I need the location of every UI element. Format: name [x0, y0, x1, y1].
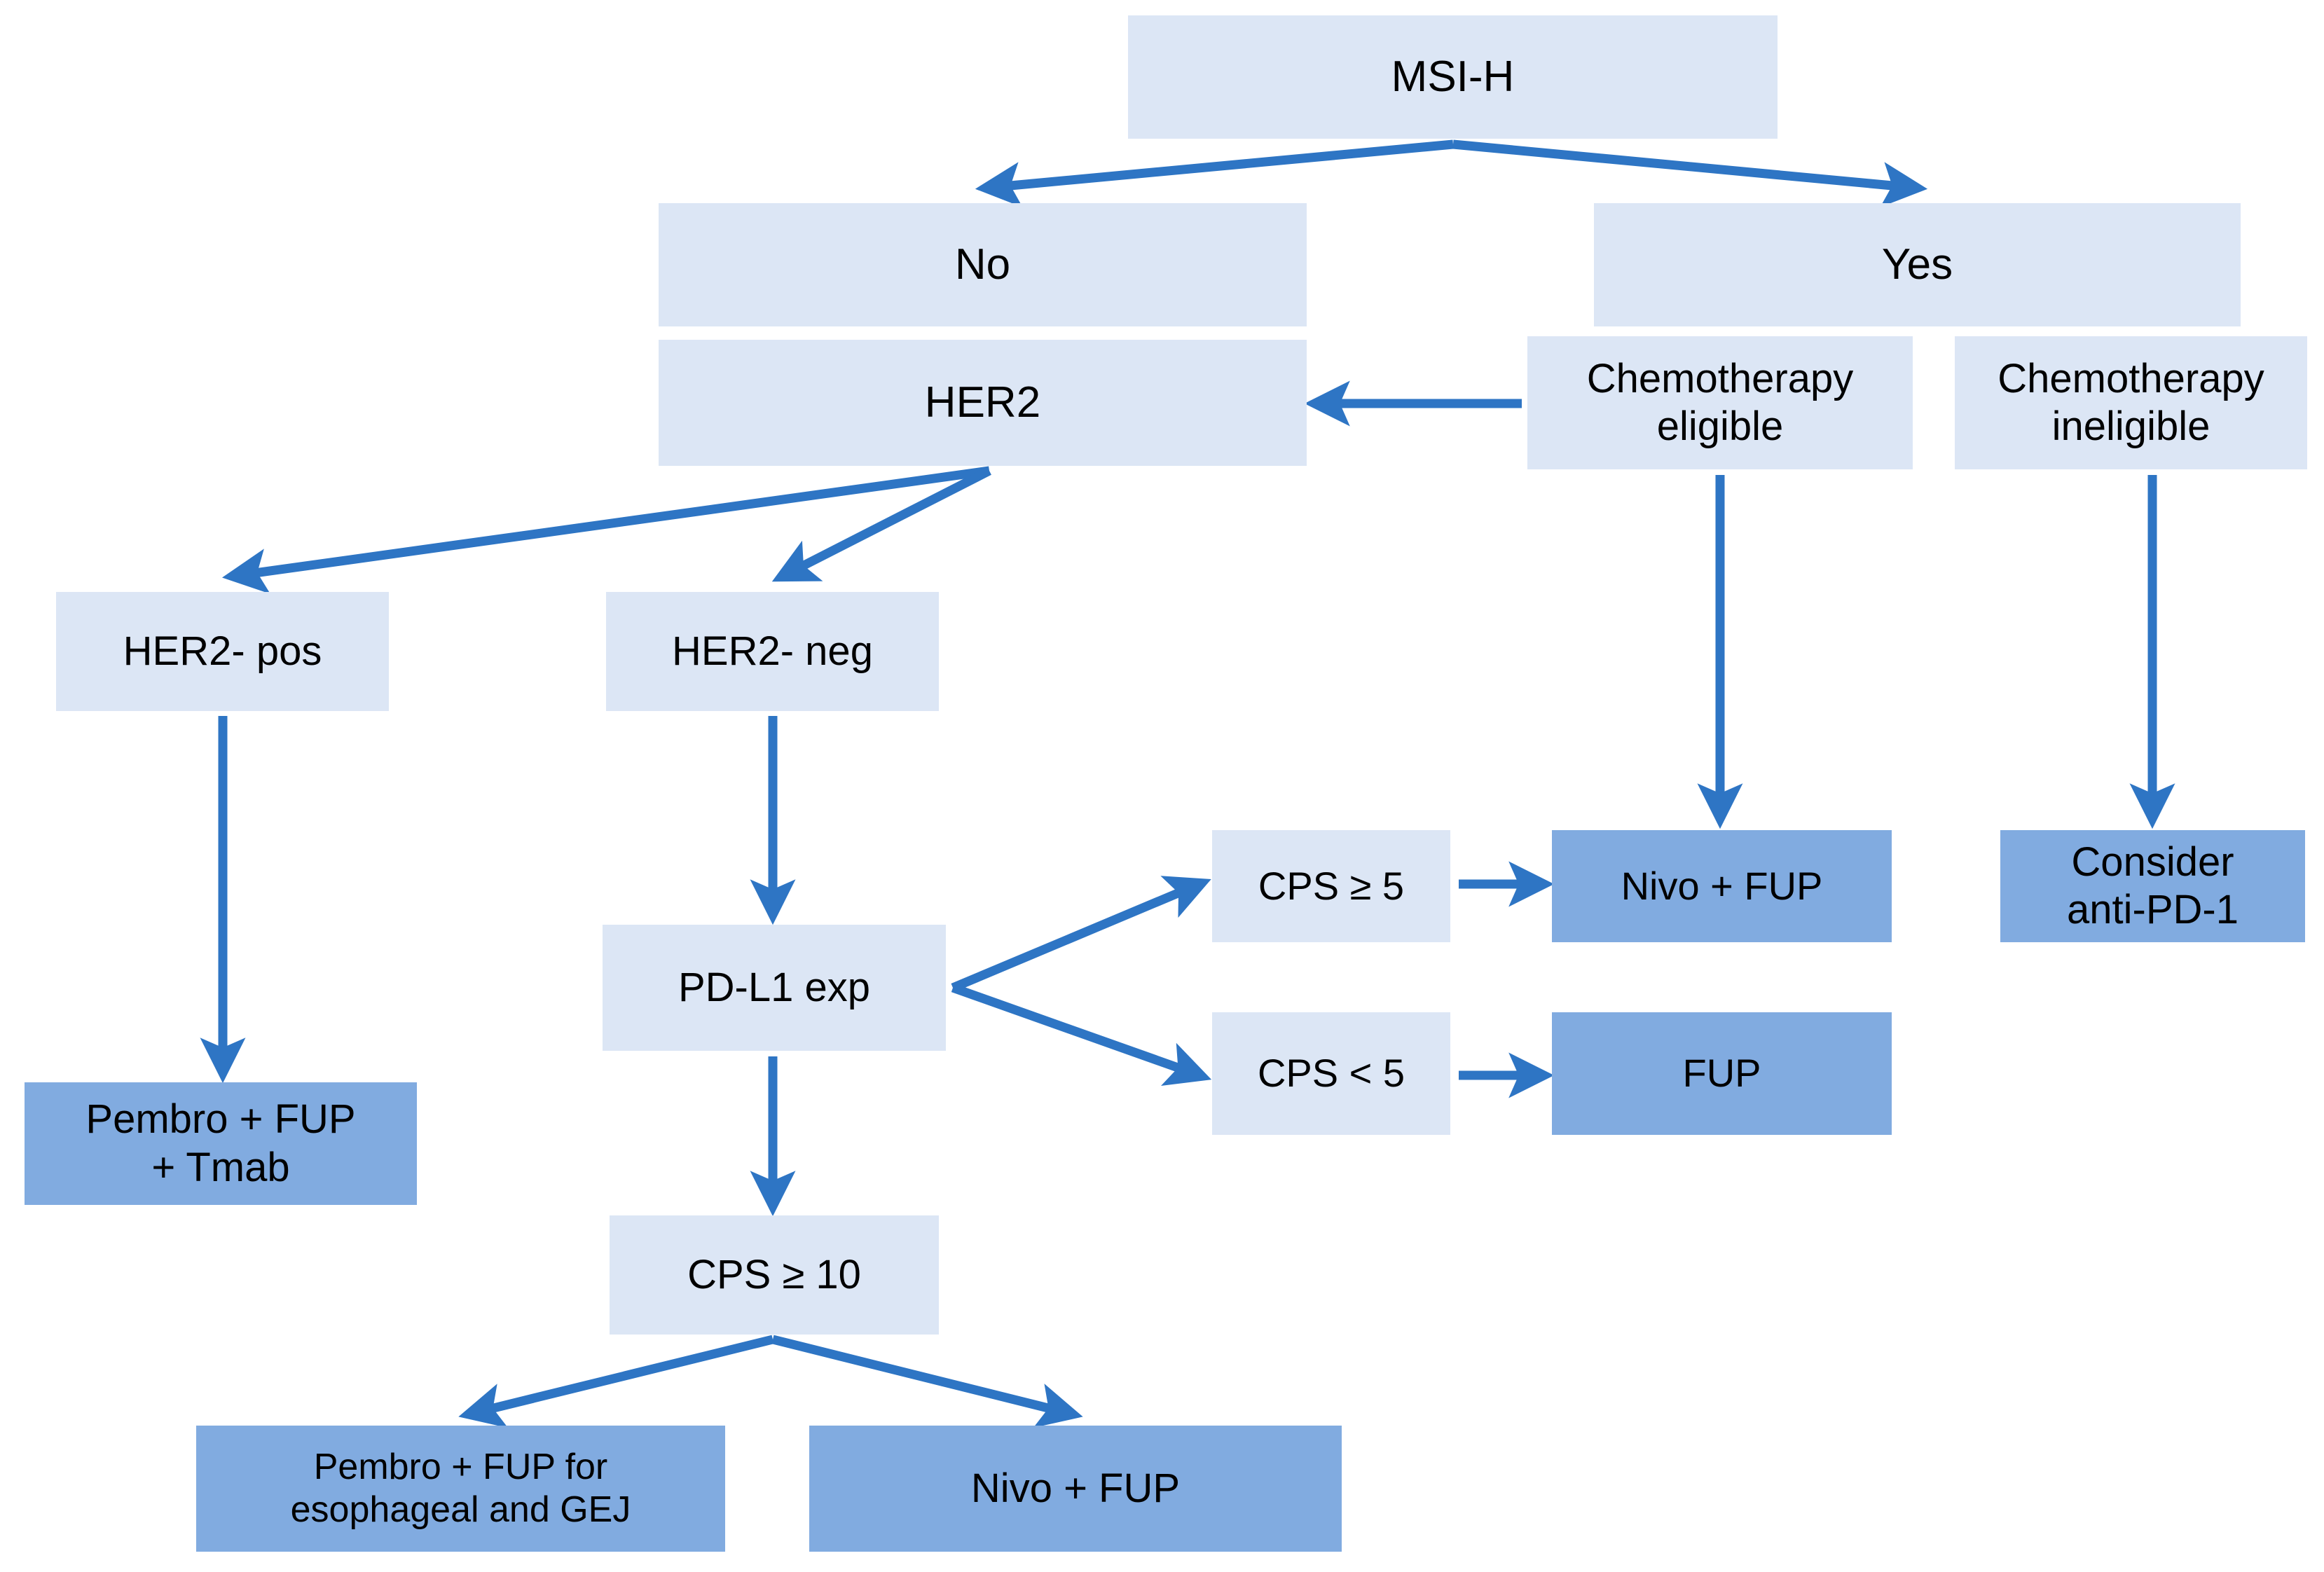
node-nivo-fup-top[interactable]: Nivo + FUP	[1552, 830, 1892, 942]
node-chemotherapy-ineligible[interactable]: Chemotherapy ineligible	[1955, 336, 2307, 469]
node-pembro-fup-tmab[interactable]: Pembro + FUP + Tmab	[25, 1082, 417, 1205]
node-no[interactable]: No	[659, 203, 1307, 326]
node-msi-h[interactable]: MSI-H	[1128, 15, 1778, 139]
node-cps-lt-5[interactable]: CPS < 5	[1212, 1012, 1450, 1135]
edge-her2-to-her2pos	[221, 466, 990, 594]
edge-pdl1exp-to-cpslt5	[951, 983, 1212, 1086]
node-cps-ge-10[interactable]: CPS ≥ 10	[610, 1215, 939, 1335]
node-yes[interactable]: Yes	[1594, 203, 2241, 326]
node-pd-l1-exp[interactable]: PD-L1 exp	[603, 925, 946, 1051]
node-chemotherapy-eligible[interactable]: Chemotherapy eligible	[1527, 336, 1913, 469]
node-her2-pos[interactable]: HER2- pos	[56, 592, 389, 711]
node-her2[interactable]: HER2	[659, 340, 1307, 466]
edge-cpsge10-to-nivofupbottom	[771, 1335, 1083, 1428]
edge-msih-to-no	[975, 139, 1454, 208]
edge-her2-to-her2neg	[771, 467, 991, 582]
node-cps-ge-5[interactable]: CPS ≥ 5	[1212, 830, 1450, 942]
node-nivo-fup-bottom[interactable]: Nivo + FUP	[809, 1426, 1342, 1552]
edge-pdl1exp-to-cpsge5	[951, 876, 1211, 992]
node-pembro-fup-esophageal-gej[interactable]: Pembro + FUP for esophageal and GEJ	[196, 1426, 725, 1552]
edge-cpsge10-to-pembrofupgej	[458, 1335, 774, 1428]
node-fup[interactable]: FUP	[1552, 1012, 1892, 1135]
node-her2-neg[interactable]: HER2- neg	[606, 592, 939, 711]
node-consider-anti-pd-1[interactable]: Consider anti-PD-1	[2000, 830, 2305, 942]
edge-msih-to-yes	[1452, 139, 1928, 207]
